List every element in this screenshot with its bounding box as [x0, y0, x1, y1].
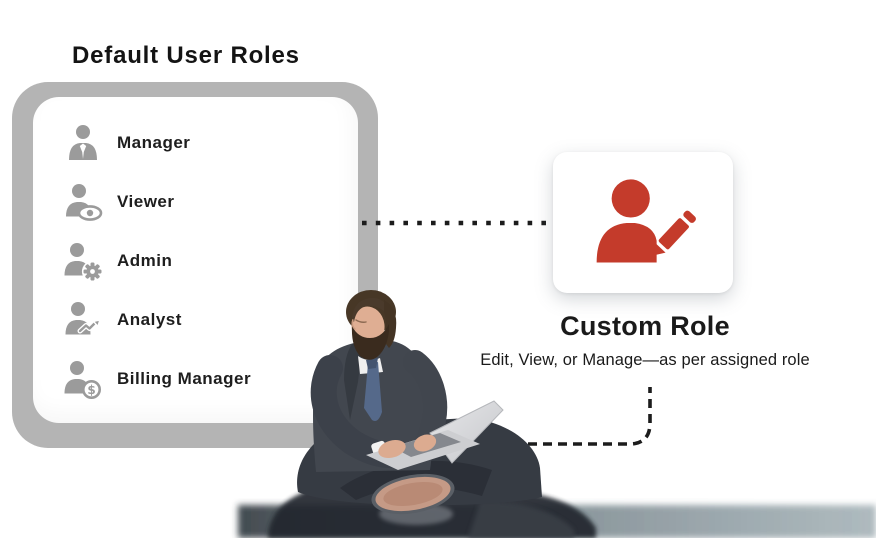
- role-label: Admin: [117, 251, 173, 270]
- role-label: Viewer: [117, 192, 175, 211]
- role-row-viewer: Viewer: [63, 182, 358, 222]
- custom-role-card: [553, 152, 733, 293]
- role-row-analyst: Analyst: [63, 300, 358, 340]
- user-edit-icon: [596, 178, 696, 263]
- user-analytics-icon: [65, 302, 101, 335]
- role-label: Manager: [117, 133, 191, 152]
- custom-role-text: Custom Role Edit, View, or Manage—as per…: [430, 311, 860, 370]
- user-billing-icon: $: [64, 361, 101, 399]
- role-label: Analyst: [117, 310, 182, 329]
- svg-text:$: $: [87, 383, 95, 397]
- role-row-billing-manager: $ Billing Manager: [63, 359, 358, 399]
- page-title: Default User Roles: [72, 42, 300, 69]
- user-gear-icon: [64, 243, 103, 281]
- role-row-admin: Admin: [63, 241, 358, 281]
- role-label: Billing Manager: [117, 369, 252, 388]
- user-tie-icon: [69, 125, 97, 160]
- custom-role-subtitle: Edit, View, or Manage—as per assigned ro…: [480, 351, 810, 369]
- user-eye-icon: [66, 184, 103, 221]
- floor-reflection: [238, 483, 876, 538]
- default-roles-card: Manager Viewer: [33, 97, 358, 423]
- custom-role-title: Custom Role: [560, 311, 730, 341]
- role-row-manager: Manager: [63, 123, 358, 163]
- businessman: [297, 290, 542, 515]
